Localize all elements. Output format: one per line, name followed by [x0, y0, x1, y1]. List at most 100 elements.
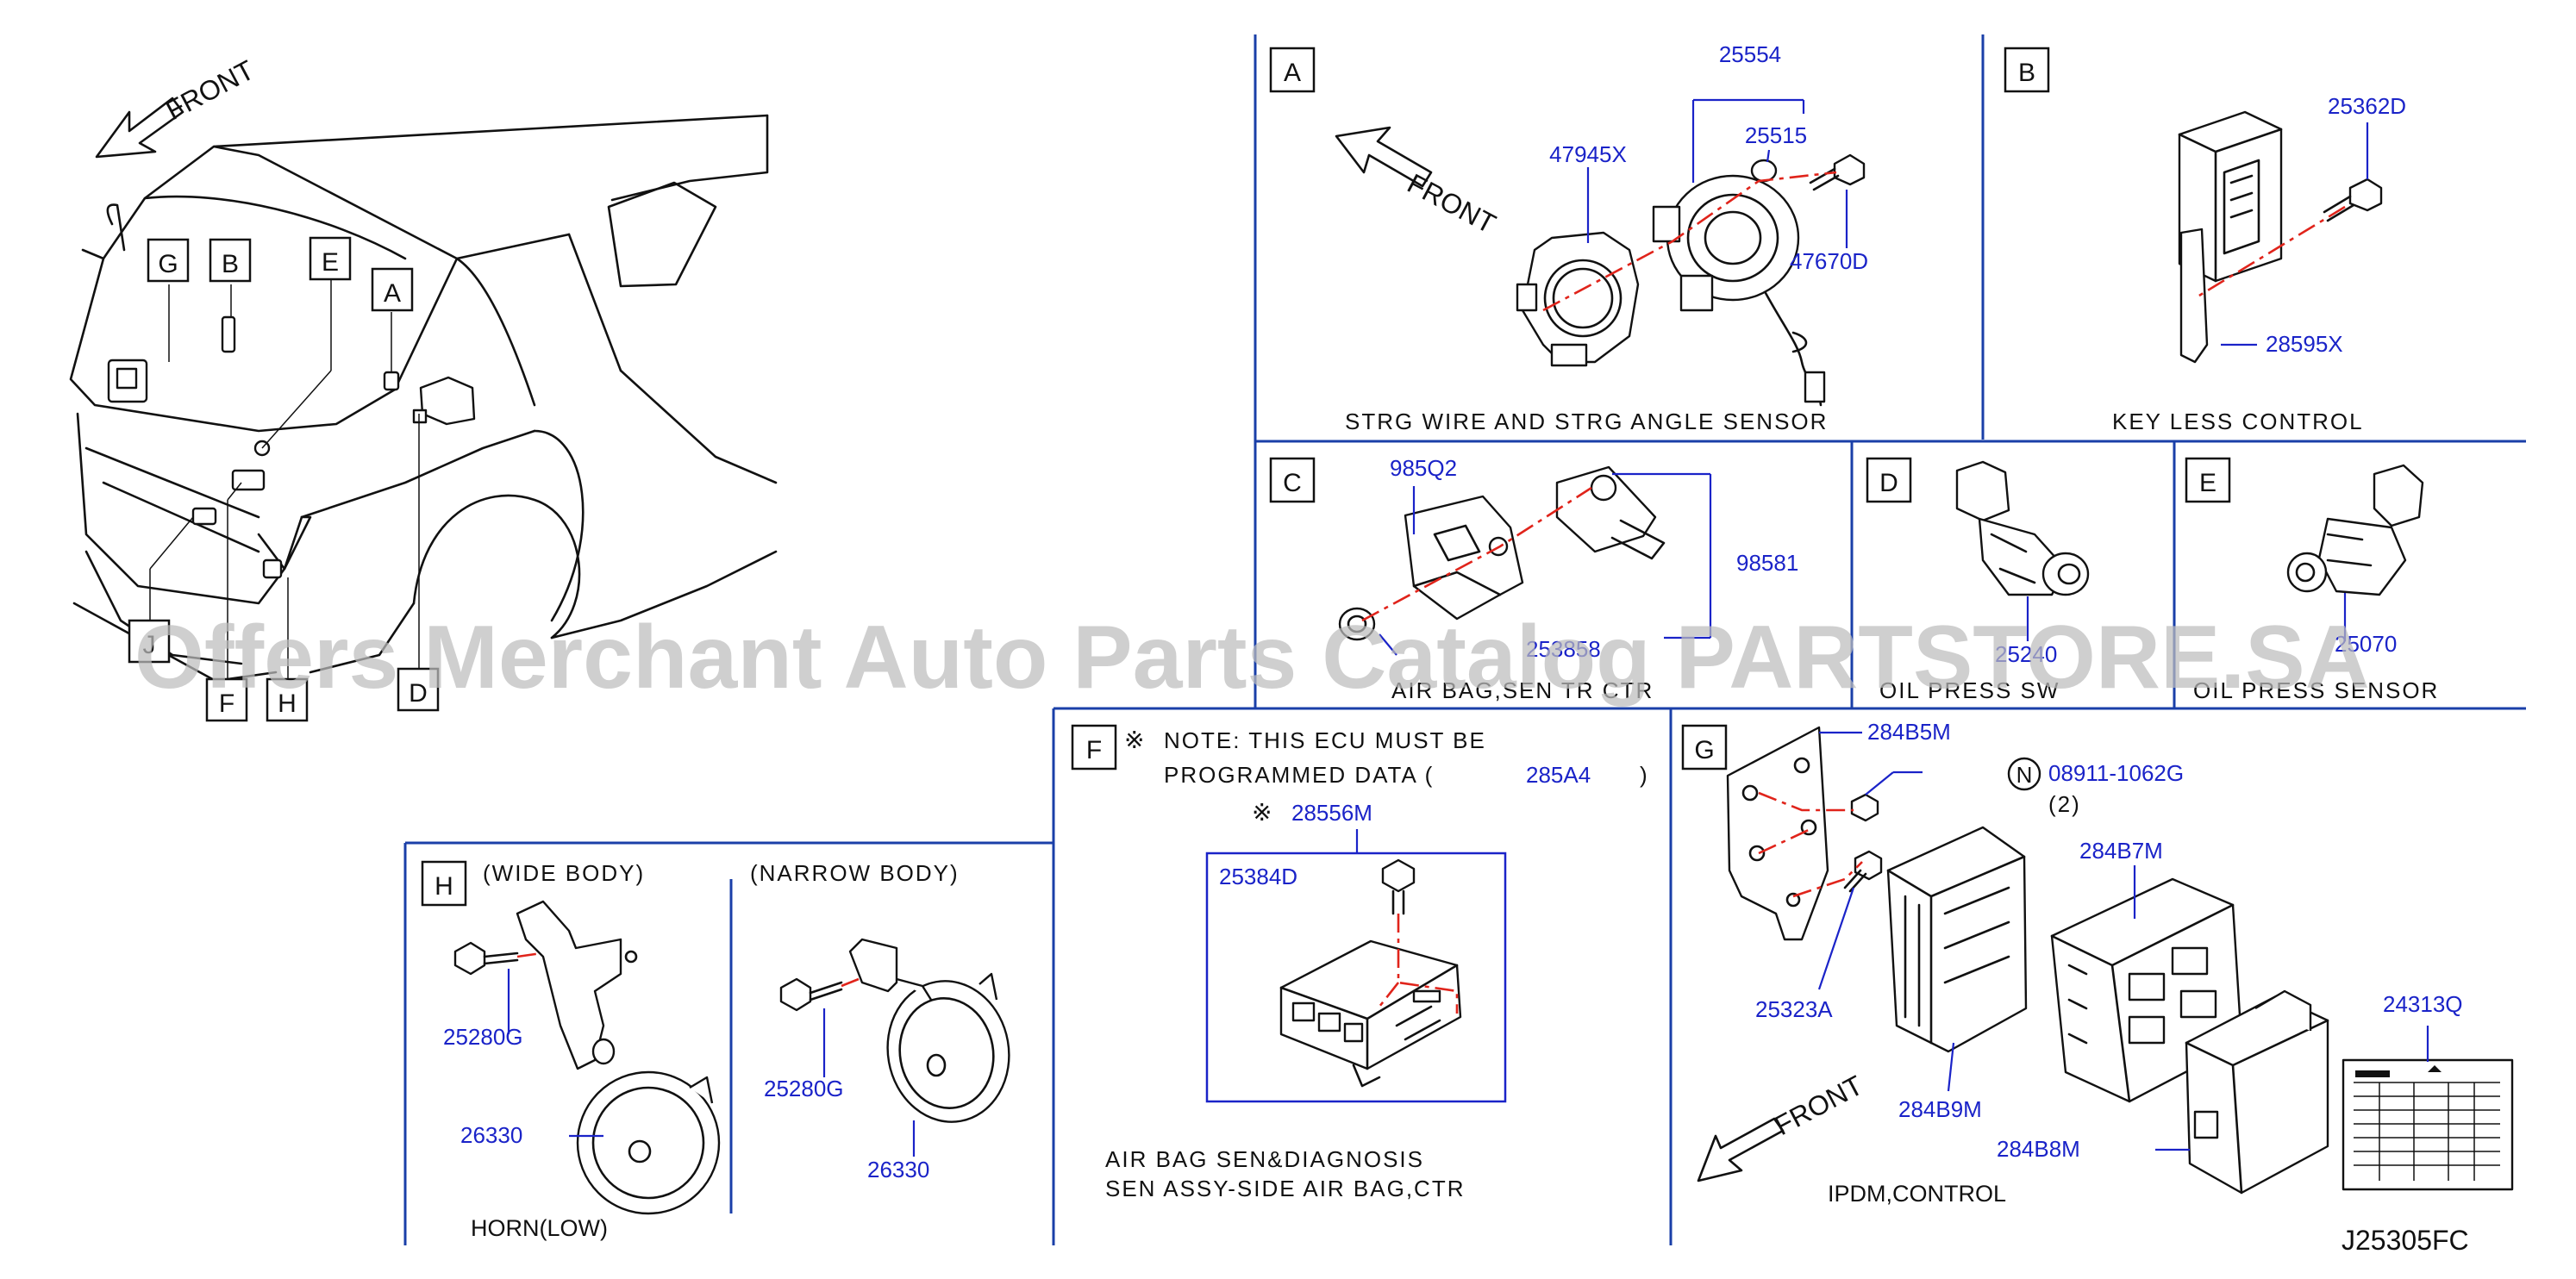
- horn-wide-body: [516, 900, 721, 1215]
- panel-c: C 985Q2 98581 253858 AIR BAG,SEN TR CTR: [1269, 455, 1798, 703]
- panel-b-caption: KEY LESS CONTROL: [2112, 409, 2364, 434]
- keyless-control-unit: [2178, 110, 2283, 364]
- panel-a-part-25554: 25554: [1719, 41, 1781, 67]
- panel-h-letter: H: [435, 872, 453, 901]
- panel-a-caption: STRG WIRE AND STRG ANGLE SENSOR: [1345, 409, 1828, 434]
- overview-letter-f: F: [219, 689, 234, 718]
- ipdm-housing: [1886, 826, 2028, 1053]
- panel-g-part-284b8m: 284B8M: [1997, 1136, 2080, 1162]
- overview-letter-b: B: [222, 250, 239, 278]
- overview-front-label: FRONT: [160, 54, 259, 127]
- overview-letter-a: A: [384, 279, 401, 308]
- oil-pressure-sensor: [2286, 464, 2424, 596]
- steering-angle-sensor: [1516, 231, 1640, 367]
- bolt-25323a: [1843, 850, 1883, 893]
- panel-h-wide-label: (WIDE BODY): [483, 860, 645, 886]
- ipdm-cover: [2185, 989, 2329, 1195]
- air-bag-sensor: [1555, 465, 1666, 560]
- front-arrow-icon: [1335, 126, 1433, 188]
- ipdm-bracket: [1726, 726, 1829, 941]
- panel-e-part-25070: 25070: [2335, 631, 2397, 657]
- panel-borders: [403, 34, 2526, 1245]
- overview-letter-d: D: [409, 679, 428, 708]
- panel-a-part-47670d: 47670D: [1790, 248, 1868, 274]
- nut-253858: [1338, 607, 1376, 641]
- panel-f-part-mark: ※: [1252, 799, 1272, 826]
- front-arrow-icon: [95, 97, 184, 159]
- panel-c-part-985q2: 985Q2: [1390, 455, 1457, 481]
- panel-g-front-label: FRONT: [1769, 1070, 1867, 1142]
- clock-spring: [1652, 174, 1826, 407]
- panel-a-part-47945x: 47945X: [1549, 141, 1627, 167]
- panel-g-part-284b9m: 284B9M: [1898, 1096, 1982, 1122]
- panel-d-caption: OIL PRESS SW: [1879, 677, 2060, 703]
- vehicle-body: [69, 114, 778, 683]
- oil-pressure-switch: [1955, 460, 2090, 596]
- bolt-25280g-wide: [453, 941, 519, 976]
- panel-f-caption-1: AIR BAG SEN&DIAGNOSIS: [1105, 1146, 1424, 1172]
- panel-g-part-284b7m: 284B7M: [2079, 838, 2163, 864]
- panel-d-part-25240: 25240: [1995, 641, 2057, 667]
- horn-narrow-body: [848, 938, 1010, 1123]
- panel-h-narrow-label: (NARROW BODY): [750, 860, 960, 886]
- panel-g-part-qty: (2): [2048, 791, 2081, 817]
- panel-c-part-98581: 98581: [1736, 550, 1798, 576]
- panel-b-part-25362d: 25362D: [2328, 93, 2406, 119]
- panel-g-letter: G: [1694, 736, 1714, 764]
- bolt-25280g-narrow: [779, 977, 843, 1012]
- overview-letter-e: E: [322, 248, 339, 277]
- diagram-code: J25305FC: [2342, 1225, 2469, 1256]
- panel-c-letter: C: [1283, 469, 1302, 497]
- panel-h-part-25280g-narrow: 25280G: [764, 1076, 844, 1101]
- panel-f-part-28556m: 28556M: [1291, 800, 1372, 826]
- panel-f-part-25384d: 25384D: [1219, 864, 1297, 889]
- panel-h-part-26330-wide: 26330: [460, 1122, 522, 1148]
- panel-g: G: [1681, 719, 2514, 1207]
- panel-f-note-line2: PROGRAMMED DATA (: [1164, 762, 1434, 788]
- panel-g-part-08911-1062g: 08911-1062G: [2048, 760, 2184, 786]
- panel-b-letter: B: [2018, 59, 2035, 87]
- panel-h-caption: HORN(LOW): [471, 1215, 608, 1241]
- panel-f-note-pn: 285A4: [1526, 762, 1591, 788]
- overview-letter-j: J: [143, 631, 156, 659]
- panel-e-letter: E: [2199, 469, 2216, 497]
- panel-f-note-mark: ※: [1124, 727, 1144, 753]
- overview-letter-g: G: [158, 250, 178, 278]
- nut-08911-1062g: [1850, 793, 1879, 822]
- panel-a-part-25515: 25515: [1745, 122, 1807, 148]
- panel-b: B 25362D 28595X KEY LESS CONTROL: [2004, 47, 2406, 434]
- panel-f-note-line1: NOTE: THIS ECU MUST BE: [1164, 727, 1486, 753]
- panel-a-front-label: FRONT: [1403, 167, 1501, 240]
- panel-a: A FRONT: [1269, 41, 1868, 434]
- bolt-25384d: [1381, 858, 1416, 915]
- air-bag-sensor-bracket: [1404, 495, 1524, 621]
- panel-g-part-284b5m: 284B5M: [1867, 719, 1951, 745]
- ipdm-label-plate: [2342, 1058, 2514, 1191]
- panel-e-caption: OIL PRESS SENSOR: [2193, 677, 2439, 703]
- watermark: Offers Merchant Auto Parts Catalog PARTS…: [134, 608, 2370, 708]
- panel-c-caption: AIR BAG,SEN TR CTR: [1391, 677, 1654, 703]
- panel-f-letter: F: [1086, 736, 1102, 764]
- front-arrow-icon: [1697, 1117, 1785, 1182]
- air-bag-ecu: [1279, 939, 1462, 1088]
- panel-h-part-25280g-wide: 25280G: [443, 1024, 523, 1050]
- panel-f-caption-2: SEN ASSY-SIDE AIR BAG,CTR: [1105, 1176, 1466, 1201]
- panel-b-part-28595x: 28595X: [2266, 331, 2343, 357]
- panel-h-part-26330-narrow: 26330: [867, 1157, 929, 1182]
- panel-g-part-25323a: 25323A: [1755, 996, 1833, 1022]
- overview-components: [107, 315, 428, 579]
- n-mark-icon: [2007, 757, 2041, 791]
- overview-letter-h: H: [278, 689, 297, 718]
- panel-g-caption: IPDM,CONTROL: [1828, 1181, 2006, 1207]
- panel-d: D 25240 OIL PRESS SW: [1866, 457, 2090, 703]
- panel-f-note-close: ): [1640, 762, 1649, 788]
- panel-c-part-253858: 253858: [1526, 636, 1601, 662]
- panel-f: F ※ NOTE: THIS ECU MUST BE PROGRAMMED DA…: [1071, 724, 1649, 1201]
- panel-a-letter: A: [1284, 59, 1301, 87]
- panel-g-n-mark: N: [2016, 762, 2033, 788]
- screw-47670d: [1809, 153, 1866, 191]
- cap-25515: [1750, 159, 1778, 183]
- panel-e: E 25070 OIL PRESS SENSOR: [2185, 457, 2439, 703]
- panel-h: H (WIDE BODY) (NARROW BODY) 25280G 26330: [421, 860, 1010, 1241]
